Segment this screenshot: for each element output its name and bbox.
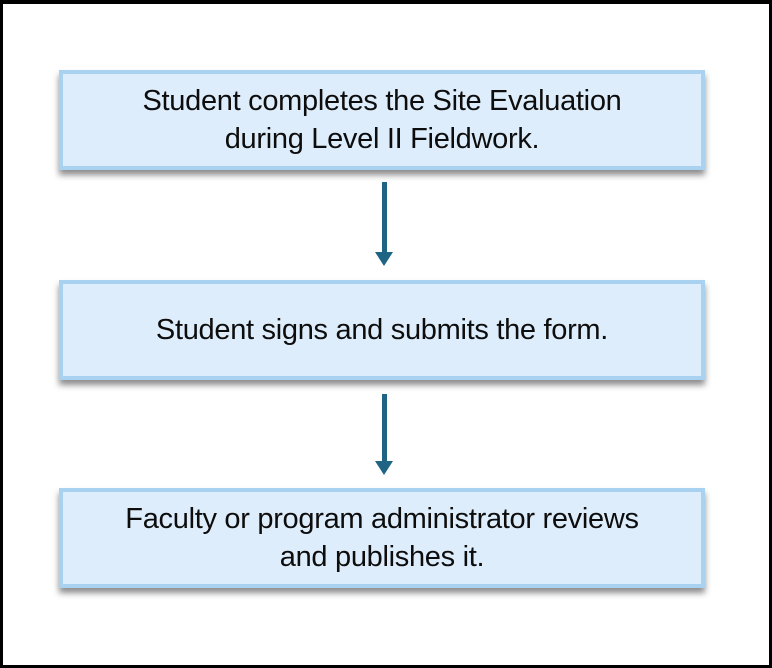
flow-step-1: Student completes the Site Evaluation du…: [59, 70, 705, 170]
arrow-shaft: [381, 394, 387, 461]
flow-step-1-line-1: Student completes the Site Evaluation: [142, 85, 622, 117]
flow-step-2-line-1: Student signs and submits the form.: [155, 314, 609, 346]
down-arrow-icon: [375, 182, 393, 266]
arrow-shaft: [381, 182, 387, 252]
flow-step-1-line-2: during Level II Fieldwork.: [224, 123, 540, 155]
flow-step-3-line-2: and publishes it.: [279, 541, 485, 573]
flow-step-3: Faculty or program administrator reviews…: [59, 488, 705, 588]
flow-step-2: Student signs and submits the form.: [59, 280, 705, 380]
down-arrow-icon: [375, 394, 393, 475]
flow-step-3-line-1: Faculty or program administrator reviews: [125, 503, 639, 535]
arrow-head: [375, 252, 393, 266]
arrow-head: [375, 461, 393, 475]
